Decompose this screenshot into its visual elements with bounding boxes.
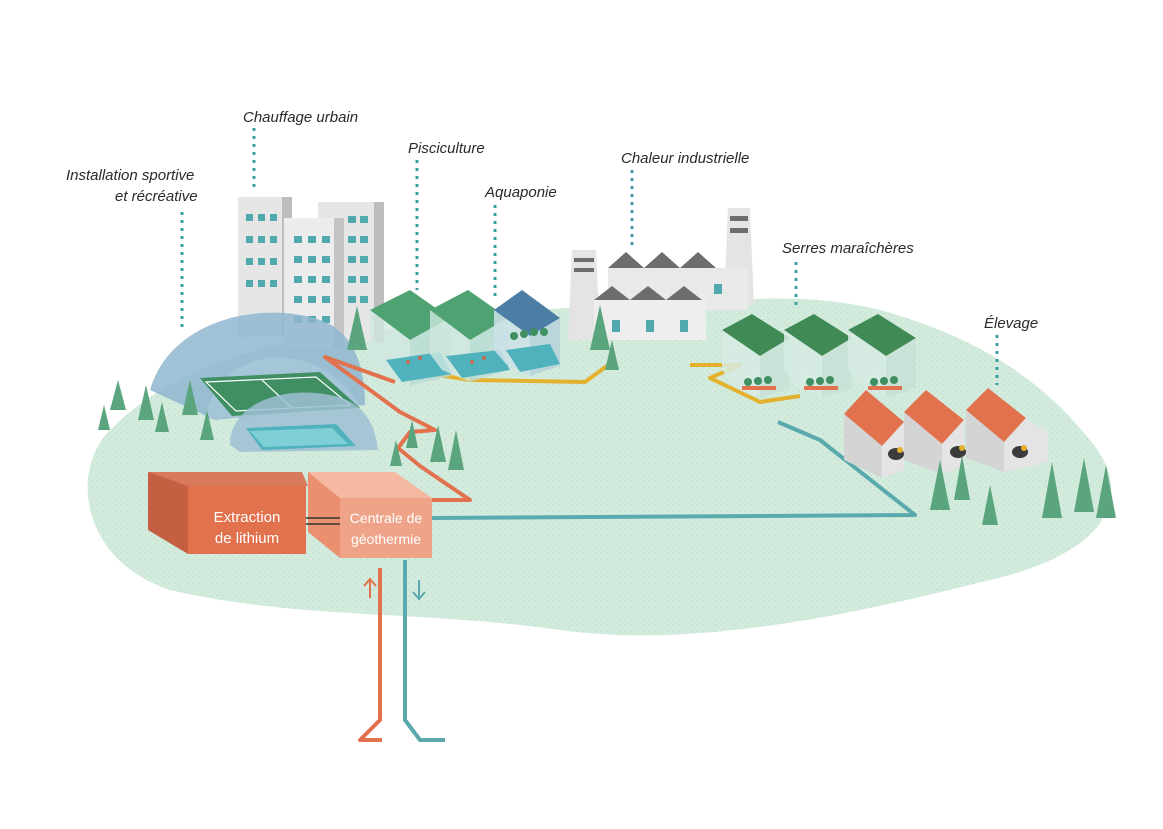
- extraction-lithium-text: Extraction de lithium: [188, 507, 306, 549]
- extraction-line1: Extraction: [213, 509, 281, 526]
- vegetable-greenhouses: [722, 314, 916, 398]
- livestock-barns: [844, 388, 1048, 478]
- extraction-lithium-box: [148, 472, 308, 554]
- label-sport-line2: et récréative: [115, 188, 198, 205]
- label-serres-maraicheres: Serres maraîchères: [782, 240, 914, 257]
- centrale-geothermie-box: [308, 472, 432, 558]
- label-elevage: Élevage: [984, 315, 1039, 332]
- factory: [568, 208, 754, 340]
- label-chauffage-urbain: Chauffage urbain: [243, 109, 359, 126]
- centrale-geothermie-text: Centrale de géothermie: [340, 508, 432, 550]
- centrale-line1: Centrale de: [349, 510, 423, 526]
- extraction-line2: de lithium: [214, 530, 280, 547]
- sports-facility: [150, 312, 378, 452]
- up-arrow-icon: [363, 577, 377, 598]
- trees: [98, 305, 1116, 525]
- pisciculture-greenhouses: [370, 290, 510, 386]
- label-sport-line1: Installation sportive: [66, 167, 195, 184]
- centrale-line2: géothermie: [350, 531, 422, 547]
- leader-lines: [180, 128, 999, 385]
- label-chaleur-industrielle: Chaleur industrielle: [621, 150, 750, 167]
- cold-pipe: [403, 420, 917, 742]
- box-connector: [306, 517, 340, 525]
- label-pisciculture: Pisciculture: [408, 140, 485, 157]
- aquaponie-greenhouse: [494, 290, 560, 376]
- down-arrow-icon: [412, 580, 426, 601]
- label-aquaponie: Aquaponie: [485, 184, 557, 201]
